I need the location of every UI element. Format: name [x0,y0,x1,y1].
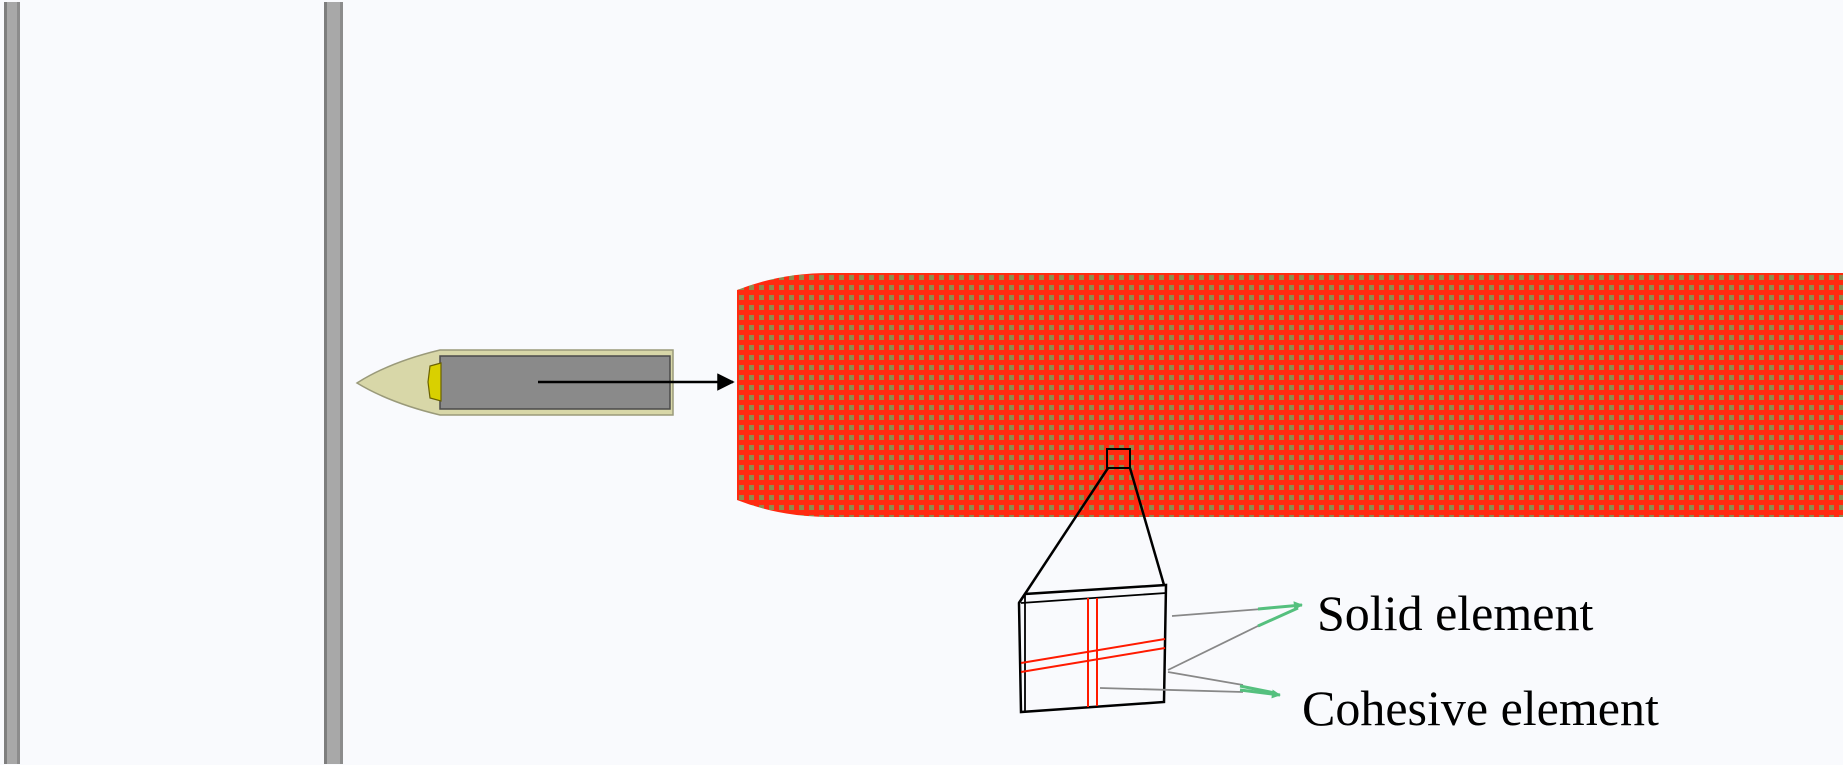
cohesive-element-cross [1020,598,1166,707]
cohesive-pointer-line-upper [1167,623,1263,671]
left-plate [4,2,20,764]
projectile-tip [427,362,442,402]
element-block [1017,583,1168,714]
cohesive-element-label: Cohesive element [1302,680,1659,736]
middle-plate [324,2,343,764]
solid-element-label: Solid element [1317,585,1593,641]
solid-arrow-icon [1257,601,1303,611]
target-plate [737,273,1843,517]
annotation-arrows [1099,601,1303,699]
zoom-source-box [1106,448,1131,469]
cohesive-pointer-line-lower [1167,671,1244,686]
cohesive-pointer-line-cross [1099,687,1244,693]
zoom-callout [1017,467,1168,714]
solid-pointer-line [1171,608,1263,617]
projectile [355,349,735,416]
